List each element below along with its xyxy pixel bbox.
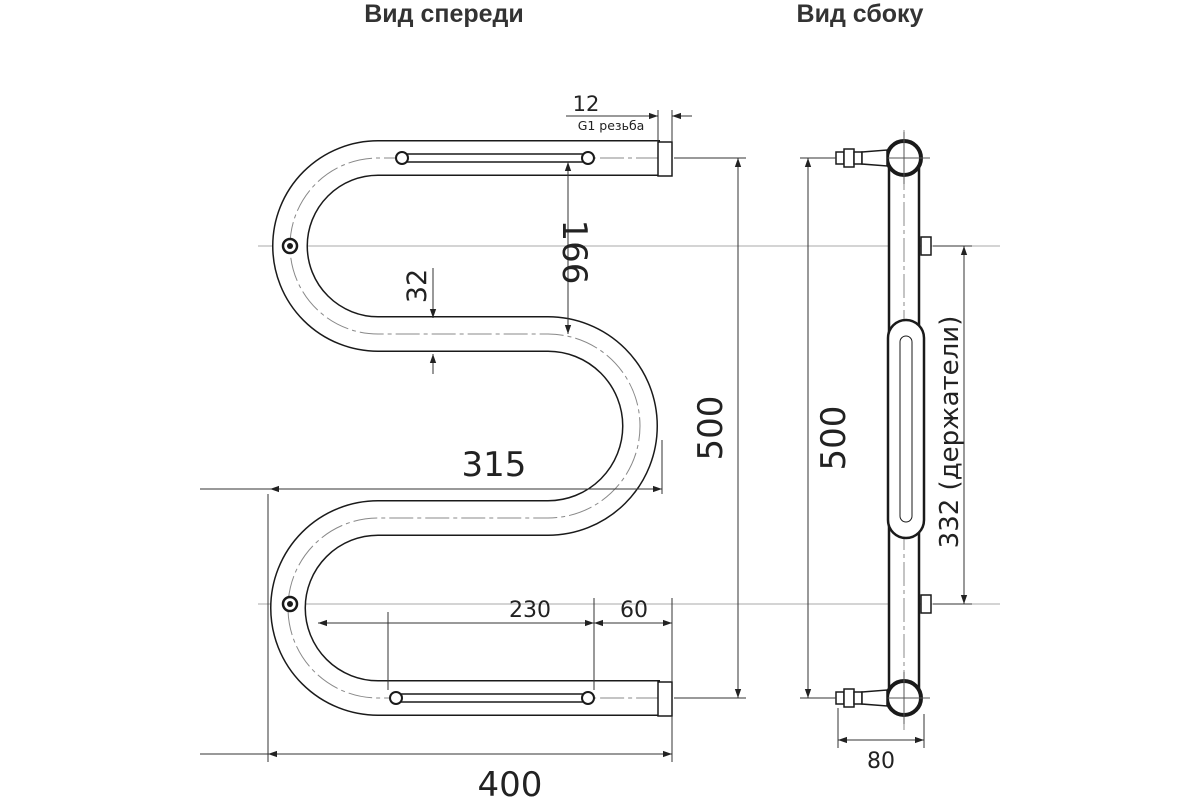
dim-500-front: 500 [691,396,731,461]
bottom-pipe-nipple [657,681,673,717]
m-shaped-pipe [270,140,660,716]
dim-80: 80 [867,749,895,774]
dim-400: 400 [478,765,543,800]
bottom-slot-right-dot [581,691,595,705]
bottom-slot [395,693,589,703]
side-view-heading: Вид сбоку [797,0,924,28]
dim-500-side: 500 [814,406,854,471]
top-slot-left-dot [395,151,409,165]
side-view: 500 332 (держатели) 80 [800,130,972,774]
top-pipe-nipple [657,141,673,177]
bottom-connector-fitting [835,688,888,708]
lower-holder [920,594,932,614]
dim-166: 166 [554,220,594,285]
dim-60: 60 [620,598,648,623]
dim-315: 315 [462,445,527,485]
top-connector-fitting [835,148,888,168]
top-slot-right-dot [581,151,595,165]
dim-230: 230 [509,598,551,623]
top-slot [401,153,589,163]
front-view-heading: Вид спереди [364,0,524,28]
dim-12: 12 [573,92,600,116]
upper-holder [920,236,932,256]
front-view: 12 G1 резьба 166 32 315 500 230 60 400 [200,92,746,800]
dim-thread: G1 резьба [578,118,645,133]
dim-32: 32 [402,269,433,303]
dim-332-holders: 332 (держатели) [935,316,965,549]
bottom-slot-left-dot [389,691,403,705]
